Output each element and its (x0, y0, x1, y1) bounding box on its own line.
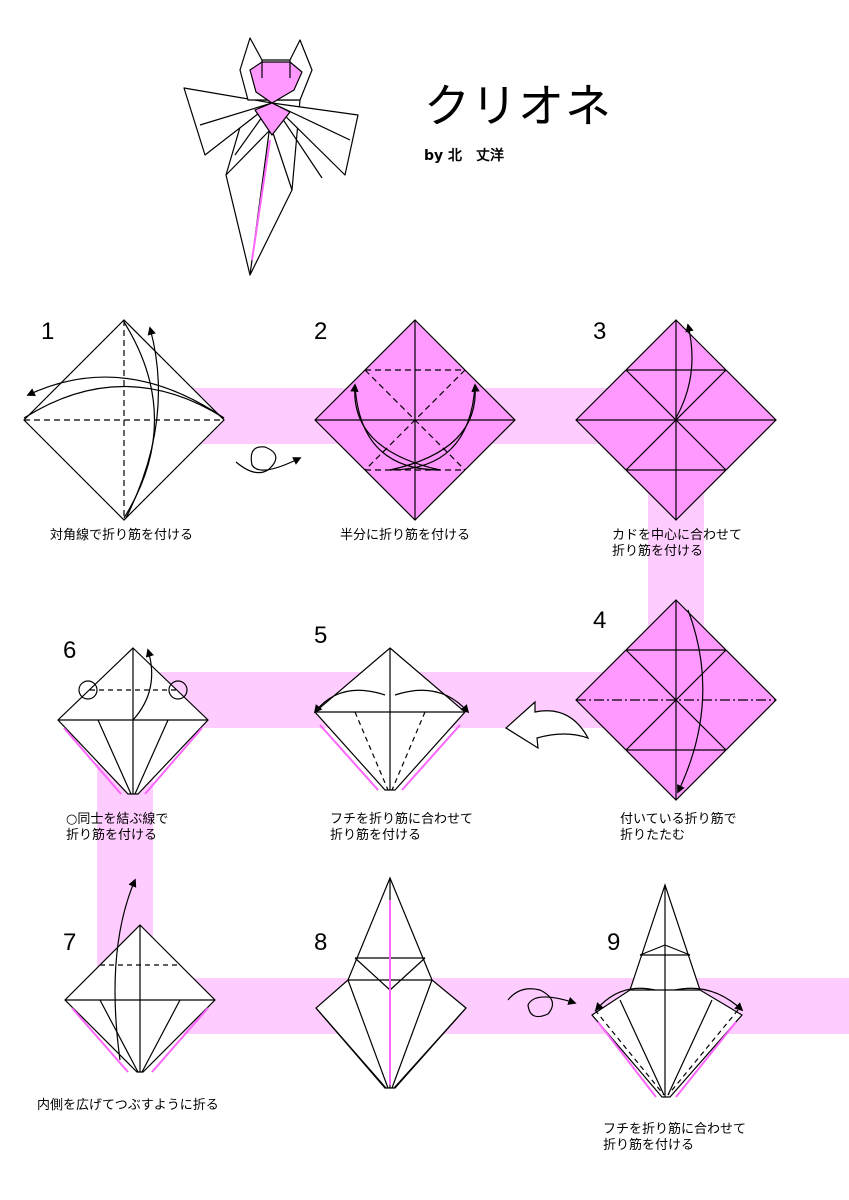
caption-line: 折り筋を付ける (330, 828, 422, 843)
step-8-diagram (315, 876, 467, 1089)
clione-right-wing (271, 102, 359, 176)
step-number-6: 6 (63, 637, 77, 664)
step-number-9: 9 (607, 929, 621, 956)
clione-figure (183, 37, 359, 276)
step-5-caption: フチを折り筋に合わせて 折り筋を付ける (330, 812, 473, 844)
step-3-caption: カドを中心に合わせて 折り筋を付ける (612, 528, 742, 560)
caption-line: 折り筋を付ける (612, 544, 704, 559)
step-1-diagram (23, 319, 225, 521)
step-arrow-4-to-5 (505, 700, 590, 750)
step-number-4: 4 (593, 607, 607, 634)
step-number-5: 5 (314, 622, 328, 649)
step-9-diagram (591, 883, 744, 1098)
caption-line: 内側を広げてつぶすように折る (37, 1098, 219, 1113)
step-number-2: 2 (314, 318, 328, 345)
step-number-3: 3 (593, 318, 607, 345)
step-3-diagram (575, 319, 777, 521)
step-2-diagram (314, 319, 516, 521)
caption-line: 対角線で折り筋を付ける (50, 528, 194, 543)
caption-line: フチを折り筋に合わせて (330, 812, 474, 827)
step-4-diagram (575, 599, 777, 801)
step-9-caption: フチを折り筋に合わせて 折り筋を付ける (603, 1122, 746, 1154)
caption-line: ○同士を結ぶ線で (66, 812, 169, 827)
caption-line: 折りたたむ (620, 828, 686, 843)
caption-line: 折り筋を付ける (603, 1138, 695, 1153)
clione-left-wing (183, 87, 273, 156)
turn-over-symbol-1 (235, 446, 302, 474)
step-6-diagram (57, 647, 209, 795)
step-number-8: 8 (314, 929, 328, 956)
step-number-7: 7 (63, 929, 77, 956)
step-4-caption: 付いている折り筋で 折りたたむ (620, 812, 737, 844)
step-number-1: 1 (41, 318, 55, 345)
step-5-diagram (313, 647, 470, 791)
caption-line: 折り筋を付ける (66, 828, 158, 843)
caption-line: カドを中心に合わせて (612, 528, 743, 543)
page-title: クリオネ (424, 79, 612, 133)
step-7-diagram (64, 878, 216, 1073)
caption-line: 半分に折り筋を付ける (340, 528, 471, 543)
author-credit: by 北 丈洋 (424, 148, 505, 164)
step-7-caption: 内側を広げてつぶすように折る (37, 1098, 219, 1114)
step-6-caption: ○同士を結ぶ線で 折り筋を付ける (66, 812, 168, 844)
turn-over-symbol-2 (507, 988, 577, 1018)
step-2-caption: 半分に折り筋を付ける (340, 528, 470, 544)
caption-line: フチを折り筋に合わせて (603, 1122, 747, 1137)
step-1-caption: 対角線で折り筋を付ける (50, 528, 193, 544)
caption-line: 付いている折り筋で (620, 812, 737, 827)
